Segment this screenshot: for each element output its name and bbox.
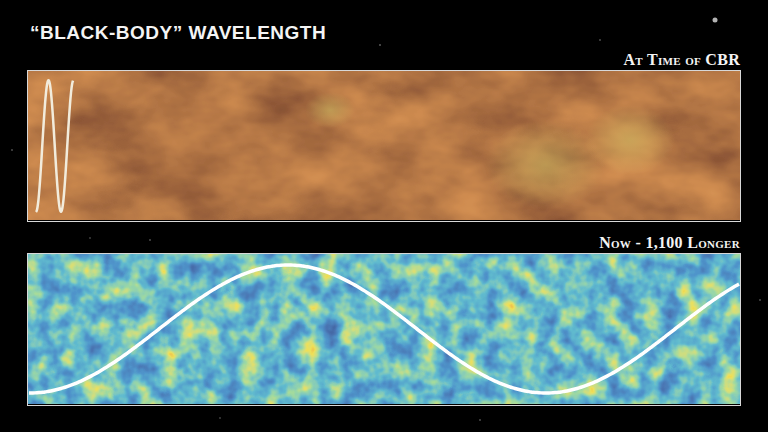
image-panel: Now - 1,100 Longer (27, 253, 741, 406)
image-panel: At Time of CBR (27, 70, 741, 222)
early-universe-texture (28, 71, 740, 220)
cmb-map-texture (28, 254, 740, 404)
diagram-title: “BLACK-BODY” WAVELENGTH (30, 22, 326, 44)
star-field (11, 18, 761, 421)
structure-glow (305, 92, 675, 210)
panel-heading: At Time of CBR (623, 51, 740, 69)
panel-heading: Now - 1,100 Longer (599, 234, 740, 252)
long-wave (29, 265, 739, 393)
short-wave (36, 80, 73, 212)
